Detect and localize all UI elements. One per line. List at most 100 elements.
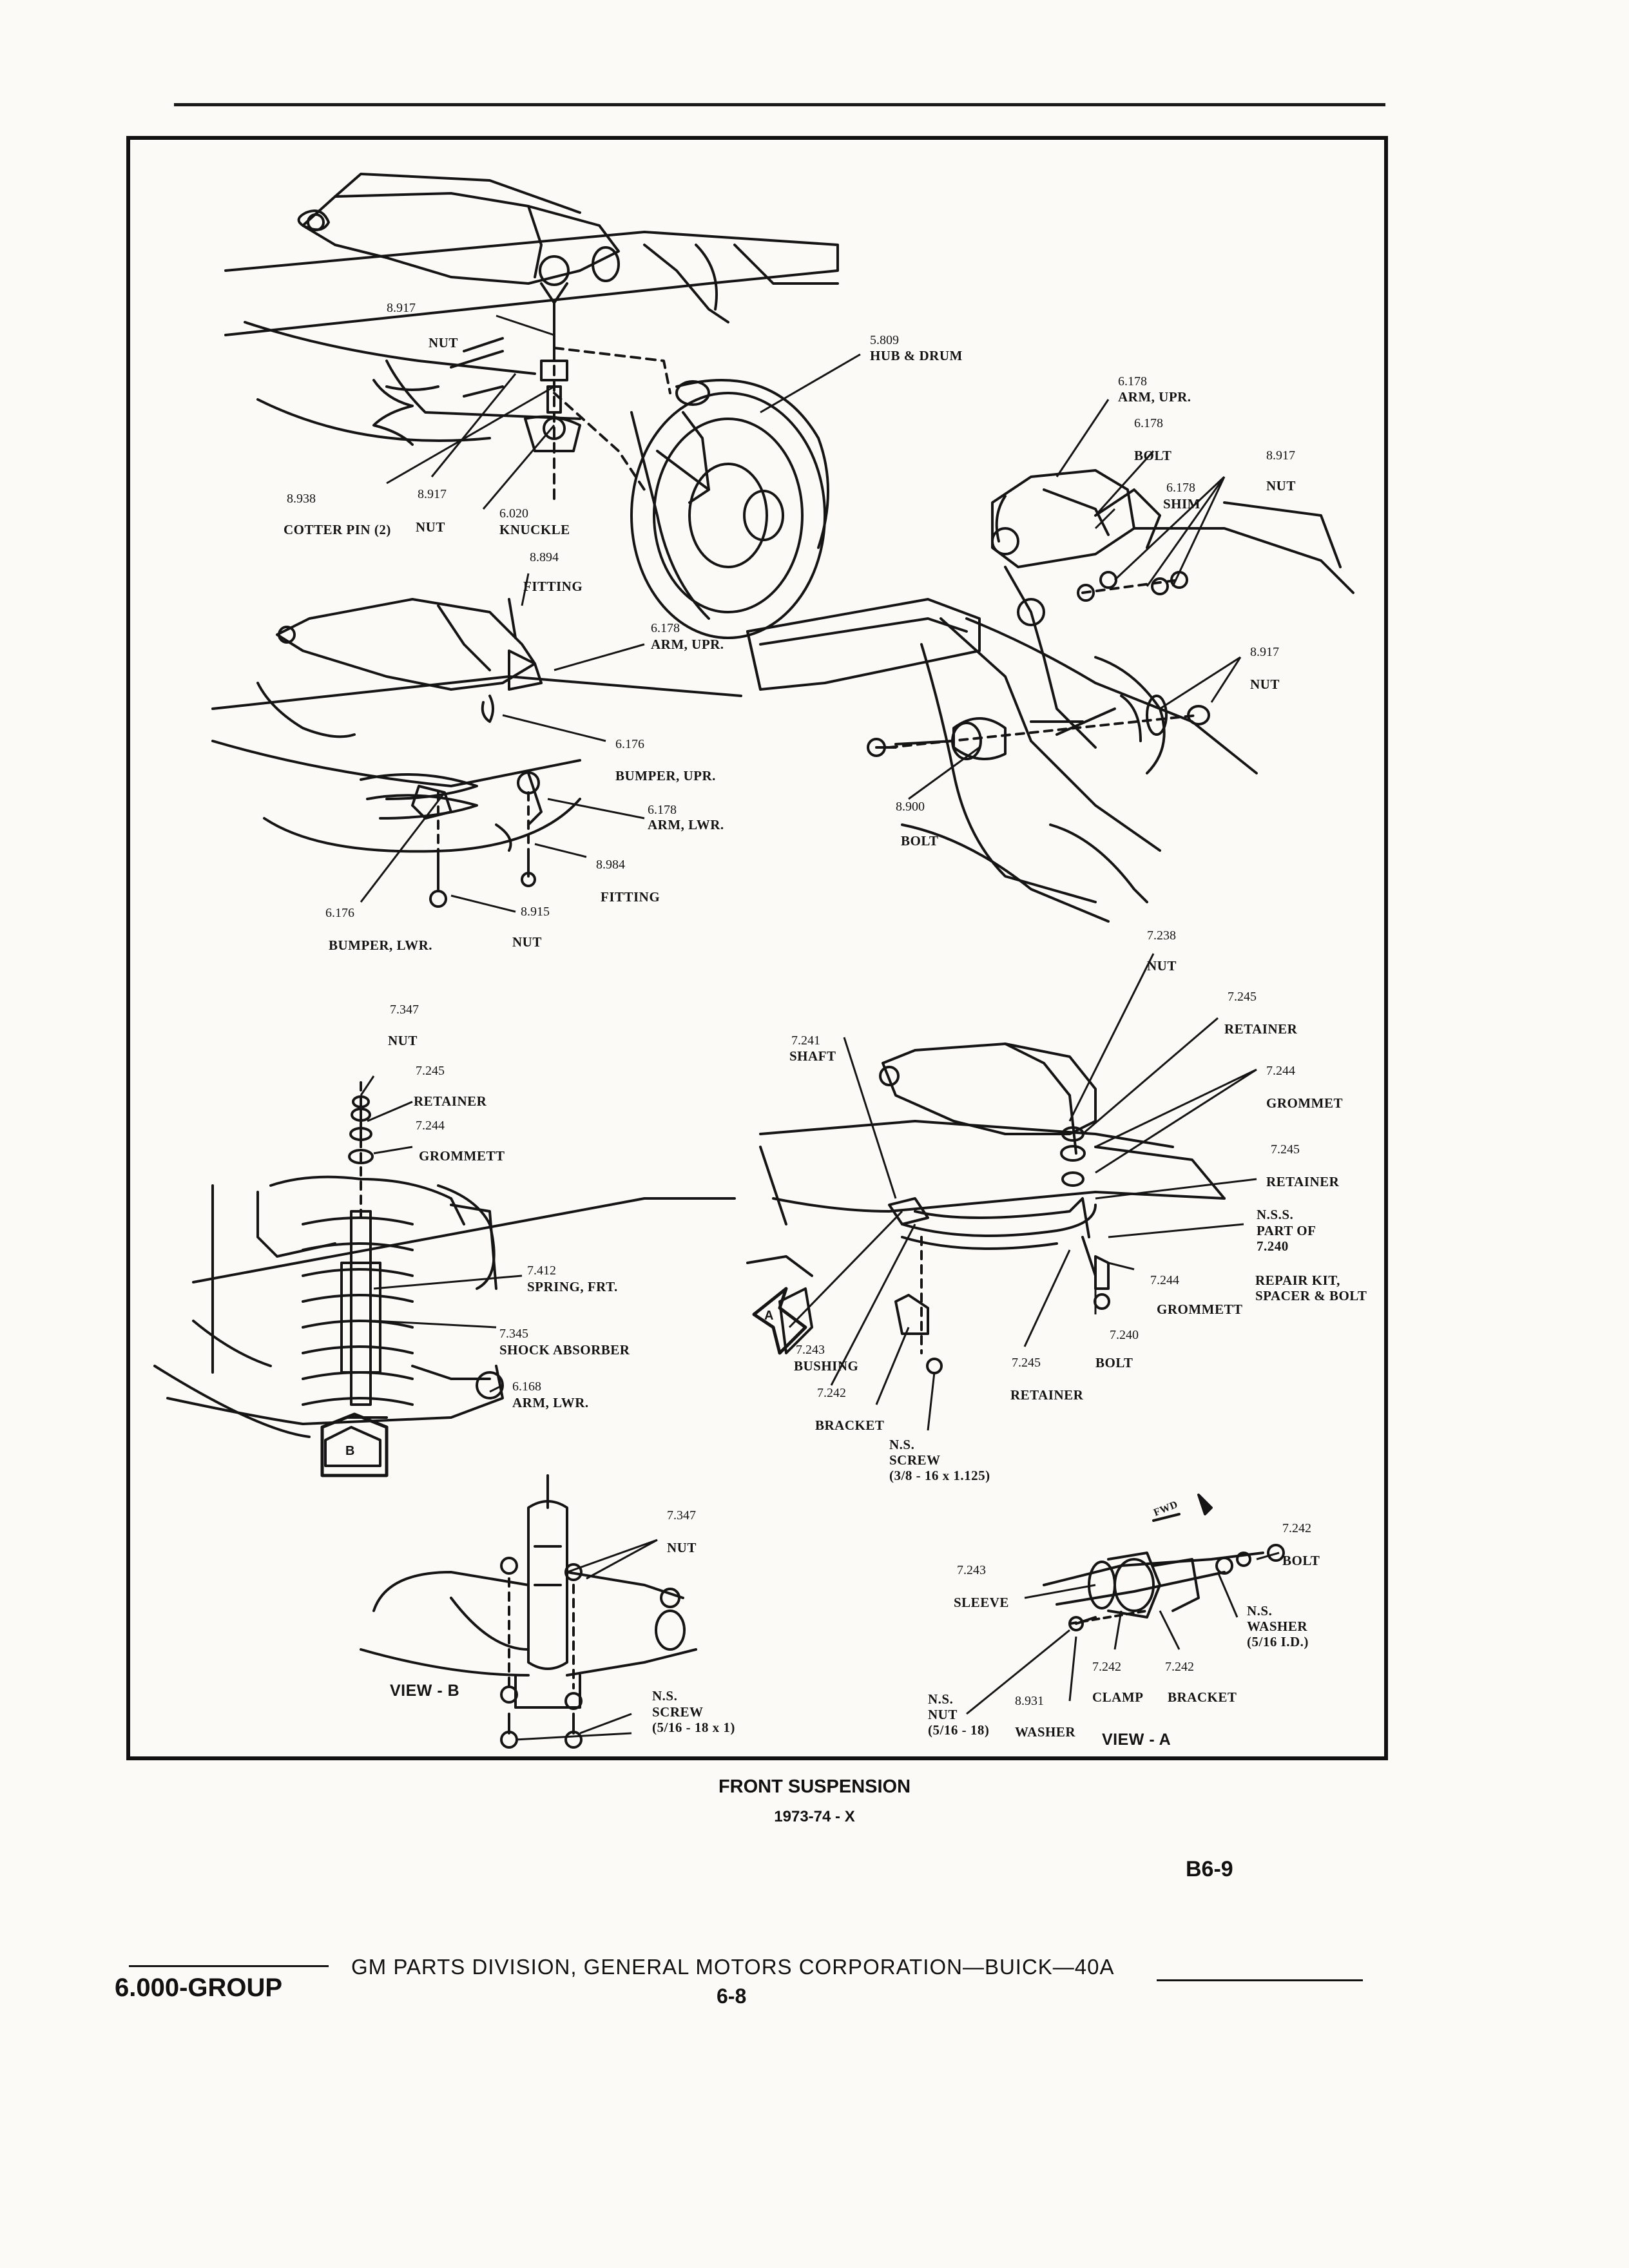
callout-label: SPRING, FRT. [527, 1279, 618, 1294]
callout-label: FITTING [523, 579, 583, 594]
callout-num: 7.244 [416, 1119, 445, 1133]
figure-title: FRONT SUSPENSION [718, 1776, 911, 1797]
view-a-label: VIEW - A [1102, 1731, 1171, 1749]
view-b-arrow-letter: B [345, 1444, 355, 1458]
callout-label: BRACKET [815, 1418, 885, 1433]
knuckle-frame-art [746, 469, 1354, 923]
callout-label: RETAINER [1224, 1021, 1298, 1037]
callout-num: 8.917 [1266, 448, 1295, 463]
callout-label: COTTER PIN (2) [284, 522, 391, 537]
callout-num: 7.242 [1165, 1660, 1194, 1674]
callout-label: GROMMETT [1157, 1302, 1243, 1317]
callout-num: 7.240 [1110, 1328, 1139, 1342]
callout-label: BOLT [901, 833, 939, 849]
callout-num: 8.915 [521, 905, 550, 919]
callout-label: SCREW (3/8 - 16 x 1.125) [889, 1452, 990, 1483]
callout-label: PART OF 7.240 [1257, 1223, 1316, 1254]
callout-num: 8.894 [530, 550, 559, 564]
top-rule [174, 103, 1385, 106]
callout-num: 7.243 [796, 1343, 825, 1357]
repair-kit-label: REPAIR KIT, SPACER & BOLT [1255, 1273, 1367, 1303]
callout-label: HUB & DRUM [870, 348, 963, 363]
upper-arm-assembly-art [224, 173, 839, 639]
view-a-arrow-letter: A [764, 1309, 774, 1323]
callout-num: 6.020 [499, 506, 528, 521]
callout-label: SHOCK ABSORBER [499, 1342, 630, 1358]
callout-label: BOLT [1095, 1355, 1133, 1370]
leader-lines [360, 314, 1280, 1741]
callout-label: KNUCKLE [499, 522, 570, 537]
callout-num: 6.176 [615, 737, 644, 751]
callout-label: BUMPER, UPR. [615, 768, 716, 783]
callout-num: 6.178 [648, 803, 677, 817]
callout-label: BUSHING [794, 1358, 859, 1374]
diagram-frame [126, 136, 1388, 1760]
callout-label: NUT [388, 1033, 418, 1048]
callout-label: NUT [1250, 677, 1280, 692]
callout-num: 7.244 [1266, 1064, 1295, 1078]
view-a-art [1043, 1494, 1285, 1631]
footer-rule-right [1157, 1979, 1363, 1981]
callout-num: N.S.S. [1257, 1207, 1294, 1222]
callout-label: NUT (5/16 - 18) [928, 1707, 990, 1738]
callout-num: 8.931 [1015, 1694, 1044, 1708]
callout-num: 7.238 [1147, 928, 1176, 943]
callout-num: 6.168 [512, 1379, 541, 1394]
callout-num: 5.809 [870, 333, 899, 347]
callout-num: 7.244 [1150, 1273, 1179, 1287]
callout-num: 7.345 [499, 1327, 528, 1341]
callout-num: 6.178 [1118, 374, 1147, 389]
callout-label: NUT [416, 519, 445, 535]
callout-num: 7.241 [791, 1033, 820, 1048]
callout-label: GROMMETT [419, 1148, 505, 1164]
callout-num: 7.347 [667, 1508, 696, 1523]
callout-num: 8.900 [896, 800, 925, 814]
callout-label: NUT [1147, 958, 1177, 974]
callout-num: 7.242 [817, 1386, 846, 1400]
view-b-art [360, 1474, 697, 1749]
callout-label: ARM, LWR. [512, 1395, 589, 1410]
view-b-label: VIEW - B [390, 1682, 460, 1700]
callout-num: 7.347 [390, 1003, 419, 1017]
callout-label: RETAINER [1010, 1387, 1084, 1403]
callout-num: 8.917 [418, 487, 447, 501]
callout-label: ARM, UPR. [651, 637, 724, 652]
callout-num: 8.938 [287, 492, 316, 506]
callout-num: 6.178 [1134, 416, 1163, 430]
callout-num: N.S. [889, 1437, 915, 1452]
callout-label: SHIM [1163, 496, 1201, 512]
callout-num: 7.242 [1282, 1521, 1311, 1535]
callout-label: WASHER [1015, 1724, 1076, 1740]
callout-label: SHAFT [789, 1048, 836, 1064]
callout-label: SCREW (5/16 - 18 x 1) [652, 1704, 735, 1735]
callout-label: NUT [512, 934, 542, 950]
callout-label: BUMPER, LWR. [329, 937, 432, 953]
callout-label: ARM, LWR. [648, 817, 724, 832]
view-b-arrow-art [324, 1426, 381, 1467]
callout-num: 6.178 [1166, 481, 1195, 495]
callout-num: 7.245 [1012, 1356, 1041, 1370]
callout-num: N.S. [652, 1688, 678, 1704]
callout-label: FITTING [601, 889, 660, 905]
callout-num: 7.245 [416, 1064, 445, 1078]
callout-num: 7.243 [957, 1563, 986, 1577]
callout-num: 7.245 [1228, 990, 1257, 1004]
spring-shock-art [153, 1081, 736, 1438]
stabilizer-bar-art [746, 1043, 1226, 1374]
footer-corporation: GM PARTS DIVISION, GENERAL MOTORS CORPOR… [351, 1955, 1115, 1979]
callout-label: RETAINER [414, 1093, 487, 1109]
callout-label: CLAMP [1092, 1689, 1144, 1705]
footer-page-number: 6-8 [717, 1984, 747, 2008]
callout-num: 8.917 [387, 301, 416, 315]
callout-num: 8.917 [1250, 645, 1279, 659]
callout-label: SLEEVE [954, 1595, 1009, 1610]
footer-rule-left [129, 1965, 329, 1967]
callout-num: 7.242 [1092, 1660, 1121, 1674]
callout-num: 6.178 [651, 621, 680, 635]
callout-label: BOLT [1282, 1553, 1320, 1568]
callout-label: GROMMET [1266, 1095, 1343, 1111]
callout-num: 7.412 [527, 1264, 556, 1278]
callout-num: N.S. [928, 1691, 954, 1707]
page-reference: B6-9 [1186, 1857, 1233, 1881]
